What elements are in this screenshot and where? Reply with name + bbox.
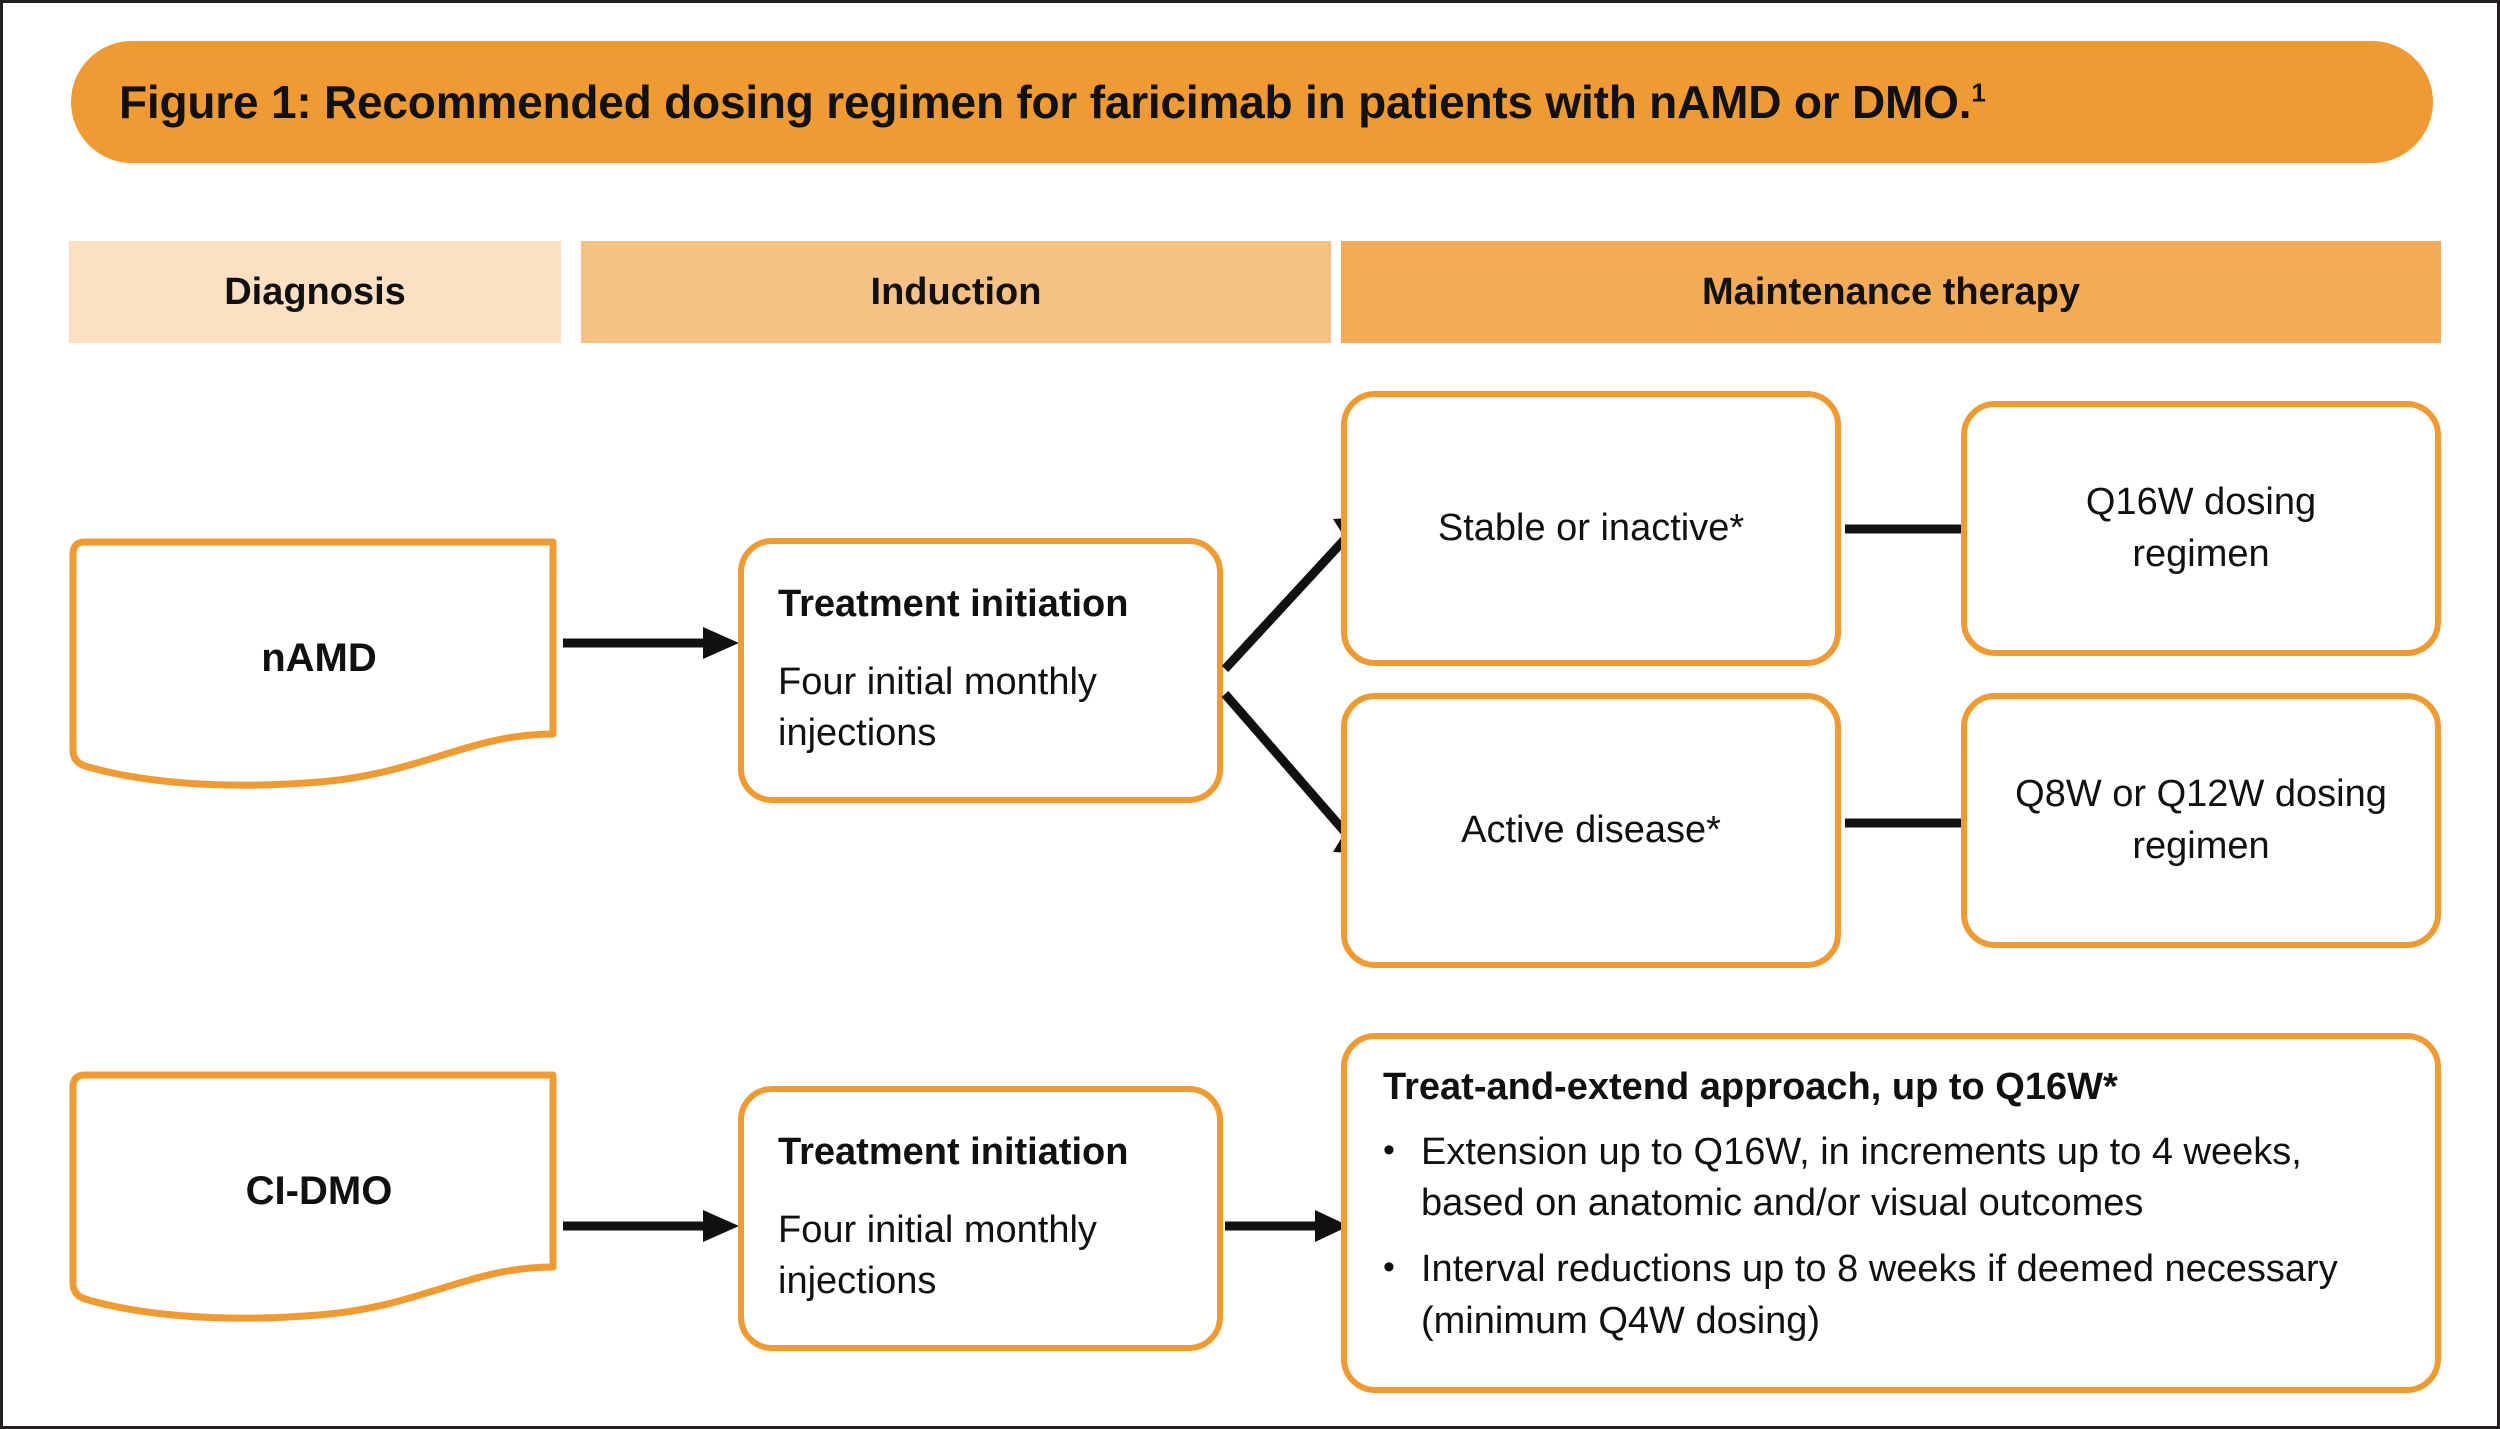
figure-title-superscript: 1 — [1971, 77, 1986, 108]
treatment-initiation-body-namd: Four initial monthly injections — [778, 660, 1097, 755]
diagnosis-shape-namd: nAMD — [69, 538, 569, 798]
condition-box-active: Active disease* — [1341, 693, 1841, 968]
outcome-label-q8w-q12w-line1: Q8W or Q12W dosing — [2015, 773, 2387, 816]
treat-and-extend-heading: Treat-and-extend approach, up to Q16W* — [1383, 1066, 2118, 1108]
outcome-box-q16w: Q16W dosing regimen — [1961, 401, 2441, 656]
treatment-initiation-title-namd: Treatment initiation — [778, 583, 1129, 626]
treatment-initiation-body-cidmo: Four initial monthly injections — [778, 1208, 1097, 1303]
treatment-initiation-box-cidmo: Treatment initiation Four initial monthl… — [738, 1086, 1223, 1351]
treatment-initiation-title-cidmo: Treatment initiation — [778, 1131, 1129, 1174]
column-header-maintenance: Maintenance therapy — [1341, 241, 2441, 343]
arrow-cidmo-to-initiation — [563, 1210, 739, 1242]
column-header-diagnosis-label: Diagnosis — [224, 270, 406, 313]
figure-title: Figure 1: Recommended dosing regimen for… — [119, 75, 1986, 129]
treatment-initiation-box-namd: Treatment initiation Four initial monthl… — [738, 538, 1223, 803]
bullet-icon: • — [1383, 1247, 1395, 1286]
condition-label-active: Active disease* — [1461, 808, 1721, 851]
outcome-label-q16w-line2: regimen — [2132, 532, 2270, 575]
treat-and-extend-box: Treat-and-extend approach, up to Q16W* •… — [1341, 1033, 2441, 1393]
treat-and-extend-item-text-1: Extension up to Q16W, in increments up t… — [1421, 1130, 2302, 1225]
document-shape-icon — [69, 538, 557, 789]
column-header-diagnosis: Diagnosis — [69, 241, 561, 343]
diagnosis-shape-cidmo: CI-DMO — [69, 1071, 569, 1331]
outcome-label-q16w-line1: Q16W dosing — [2085, 481, 2317, 524]
document-shape-icon — [69, 1071, 557, 1322]
column-header-induction: Induction — [581, 241, 1331, 343]
arrow-initiation-to-treat-extend — [1225, 1210, 1349, 1242]
diagnosis-label-namd: nAMD — [261, 636, 377, 680]
column-header-maintenance-label: Maintenance therapy — [1702, 270, 2080, 313]
outcome-label-q8w-q12w-line2: regimen — [2132, 824, 2270, 867]
figure-title-bar: Figure 1: Recommended dosing regimen for… — [71, 41, 2433, 163]
diagnosis-label-cidmo: CI-DMO — [245, 1169, 393, 1213]
arrow-namd-to-initiation — [563, 627, 739, 659]
treat-and-extend-item-text-2: Interval reductions up to 8 weeks if dee… — [1421, 1247, 2338, 1342]
condition-box-stable: Stable or inactive* — [1341, 391, 1841, 666]
condition-label-stable: Stable or inactive* — [1437, 506, 1745, 549]
figure-title-text: Figure 1: Recommended dosing regimen for… — [119, 76, 1972, 128]
bullet-icon: • — [1383, 1130, 1395, 1169]
treat-and-extend-list-item: • Interval reductions up to 8 weeks if d… — [1383, 1244, 2395, 1347]
treat-and-extend-list-item: • Extension up to Q16W, in increments up… — [1383, 1127, 2395, 1230]
outcome-box-q8w-q12w: Q8W or Q12W dosing regimen — [1961, 693, 2441, 948]
column-header-induction-label: Induction — [870, 270, 1042, 313]
